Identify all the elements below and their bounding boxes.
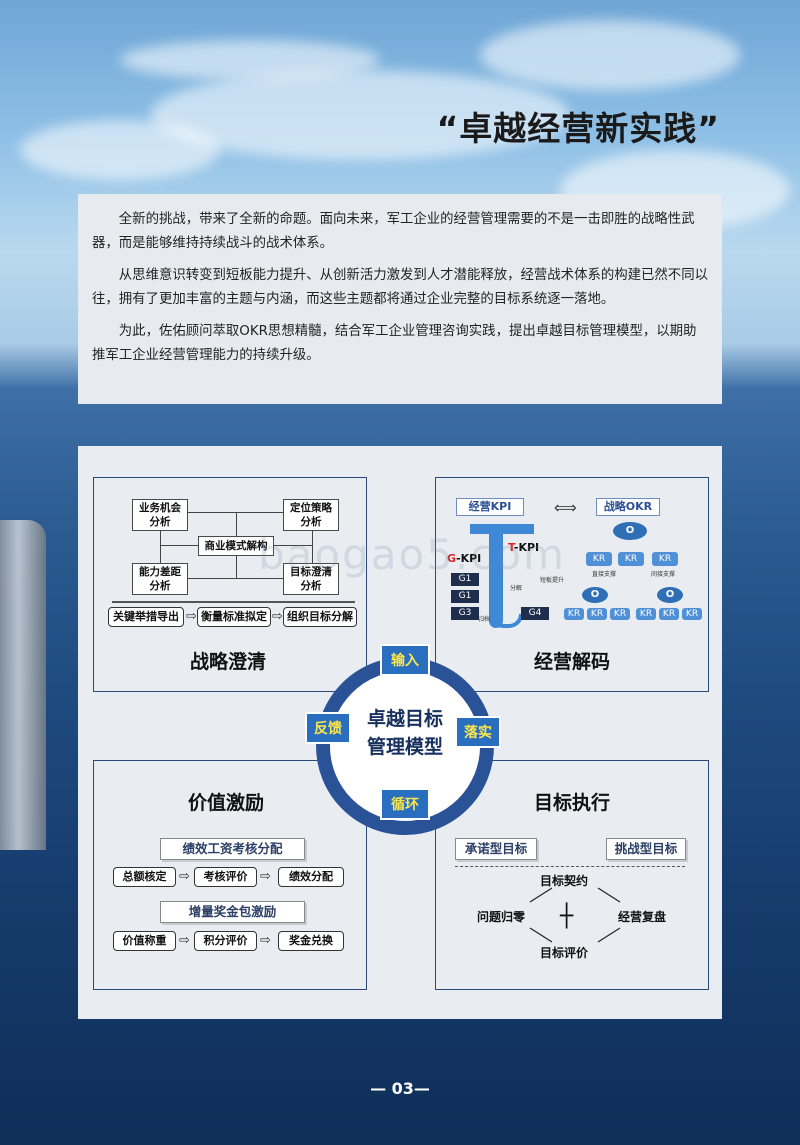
input-tag: 输入 (380, 644, 430, 676)
arrow-right-icon: ⇨ (272, 609, 283, 624)
kr-node: KR (564, 608, 584, 620)
goal-clarify-box: 目标澄清 分析 (283, 563, 339, 595)
cloud (480, 20, 740, 90)
problem-zero-label: 问题归零 (477, 910, 526, 924)
okr-objective-node: O (582, 587, 608, 603)
feedback-tag: 反馈 (305, 712, 351, 744)
decode-title: 经营解码 (534, 651, 611, 673)
perf-salary-header: 绩效工资考核分配 (160, 838, 305, 860)
points-box: 积分评价 (194, 931, 257, 951)
decompose-note: 分解 (510, 585, 523, 592)
indirect-support-note: 间接支撑 (651, 571, 676, 578)
evaluation-box: 考核评价 (194, 867, 257, 887)
strategy-title: 战略澄清 (190, 651, 267, 673)
page-number: — 03— (370, 1079, 430, 1098)
model-center-text: 卓越目标 管理模型 (340, 705, 470, 761)
total-amount-box: 总额核定 (113, 867, 176, 887)
double-arrow-icon: ⟺ (554, 498, 577, 517)
review-label: 经营复盘 (618, 910, 667, 924)
t-shape-stem (489, 532, 503, 628)
kr-node: KR (586, 552, 612, 566)
kr-node: KR (682, 608, 702, 620)
page-title: “卓越经营新实践” (436, 109, 720, 148)
value-weigh-box: 价值称重 (113, 931, 176, 951)
business-model-box: 商业模式解构 (198, 536, 274, 556)
land-tag: 落实 (455, 716, 501, 748)
intro-paragraph: 为此，佐佑顾问萃取OKR思想精髓，结合军工企业管理咨询实践，提出卓越目标管理模型… (92, 324, 697, 363)
key-measure-box: 关键举措导出 (108, 607, 184, 627)
goal-eval-label: 目标评价 (540, 946, 589, 960)
arrow-right-icon: ⇨ (179, 933, 190, 948)
intro-paragraph: 从思维意识转变到短板能力提升、从创新活力激发到人才潜能释放，经营战术体系的构建已… (92, 268, 708, 307)
model-line2: 管理模型 (366, 736, 443, 758)
arrow-right-icon: ⇨ (179, 869, 190, 884)
kpi-label: 经营KPI (456, 498, 524, 516)
cloud (150, 70, 570, 160)
t-shape-top (470, 524, 534, 534)
kr-node: KR (636, 608, 656, 620)
okr-label: 战略OKR (596, 498, 660, 516)
divider (455, 866, 685, 867)
kr-node: KR (659, 608, 679, 620)
g4-box: G4 (521, 607, 549, 620)
bonus-exchange-box: 奖金兑换 (278, 931, 344, 951)
exec-title: 目标执行 (534, 792, 611, 814)
kr-node: KR (610, 608, 630, 620)
g1-box: G1 (451, 590, 479, 603)
kr-node: KR (652, 552, 678, 566)
commit-goal-tag: 承诺型目标 (455, 838, 537, 860)
okr-objective-node: O (657, 587, 683, 603)
standard-box: 衡量标准拟定 (197, 607, 271, 627)
g-kpi-label: G-KPI (447, 552, 482, 565)
direct-support-note: 直接支撑 (592, 571, 617, 578)
arrow-right-icon: ⇨ (260, 869, 271, 884)
positioning-box: 定位策略 分析 (283, 499, 339, 531)
perf-distribution-box: 绩效分配 (278, 867, 344, 887)
return-arrow (489, 614, 523, 628)
archive-note: 归档 (478, 616, 491, 623)
cloud (20, 120, 220, 180)
g3-box: G3 (451, 607, 479, 620)
exec-cross-lines (529, 887, 621, 943)
org-goal-box: 组织目标分解 (283, 607, 357, 627)
arrow-right-icon: ⇨ (260, 933, 271, 948)
capability-gap-box: 能力差距 分析 (132, 563, 188, 595)
kr-node: KR (587, 608, 607, 620)
kr-node: KR (618, 552, 644, 566)
plus-icon: ┼ (560, 904, 574, 929)
challenge-goal-tag: 挑战型目标 (606, 838, 686, 860)
goal-contract-label: 目标契约 (540, 874, 589, 888)
bonus-header: 增量奖金包激励 (160, 901, 305, 923)
g1-box: G1 (451, 573, 479, 586)
okr-objective-node: O (613, 522, 647, 540)
intro-text-box: 全新的挑战，带来了全新的命题。面向未来，军工企业的经营管理需要的不是一击即胜的战… (78, 194, 722, 404)
arrow-right-icon: ⇨ (186, 609, 197, 624)
t-kpi-label: T-KPI (508, 541, 540, 554)
business-opportunity-box: 业务机会 分析 (132, 499, 188, 531)
model-line1: 卓越目标 (366, 708, 443, 730)
warship-image (0, 520, 46, 850)
value-title: 价值激励 (188, 792, 265, 814)
exec-box (435, 760, 709, 990)
intro-paragraph: 全新的挑战，带来了全新的命题。面向未来，军工企业的经营管理需要的不是一击即胜的战… (92, 212, 695, 251)
cycle-tag: 循环 (380, 788, 430, 820)
watermark: baogao5.com (258, 530, 566, 579)
improve-note: 短板提升 (540, 577, 565, 584)
